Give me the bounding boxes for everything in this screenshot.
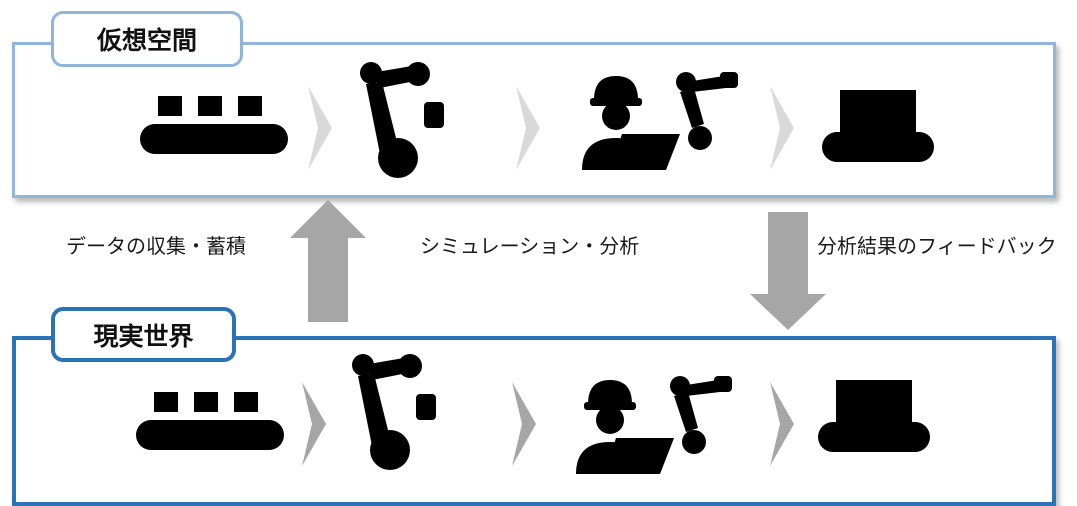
conveyor-icon (136, 392, 284, 458)
engineer-laptop-robot-icon (582, 72, 738, 170)
real-icons (136, 354, 930, 474)
robot-arm-welding-icon (360, 62, 464, 178)
product-inspection-icon (818, 356, 930, 452)
collect-label: データの収集・蓄積 (66, 234, 246, 258)
engineer-laptop-robot-icon (576, 376, 732, 474)
real-chevrons (302, 382, 794, 466)
virtual-icons: .v .fl{fill:#eaf1fa;stroke:#7f9ecd;strok… (140, 62, 934, 178)
virtual-chevrons (308, 86, 794, 170)
chevron-right-icon (770, 86, 794, 170)
chevron-right-icon (302, 382, 326, 466)
product-inspection-icon (822, 66, 934, 162)
chevron-right-icon (770, 382, 794, 466)
chevron-right-icon (308, 86, 332, 170)
virtual-space-title: 仮想空間 (51, 11, 243, 67)
conveyor-icon (140, 96, 288, 162)
diagram-graphics: .v .fl{fill:#eaf1fa;stroke:#7f9ecd;strok… (136, 62, 934, 474)
simulate-label: シミュレーション・分析 (420, 234, 640, 258)
chevron-right-icon (512, 382, 536, 466)
feedback-label: 分析結果のフィードバック (817, 234, 1057, 258)
down-arrow-icon (750, 212, 826, 330)
up-arrow-icon (290, 200, 366, 322)
real-world-title: 現実世界 (51, 307, 236, 362)
robot-arm-welding-icon (352, 354, 456, 470)
chevron-right-icon (516, 86, 540, 170)
